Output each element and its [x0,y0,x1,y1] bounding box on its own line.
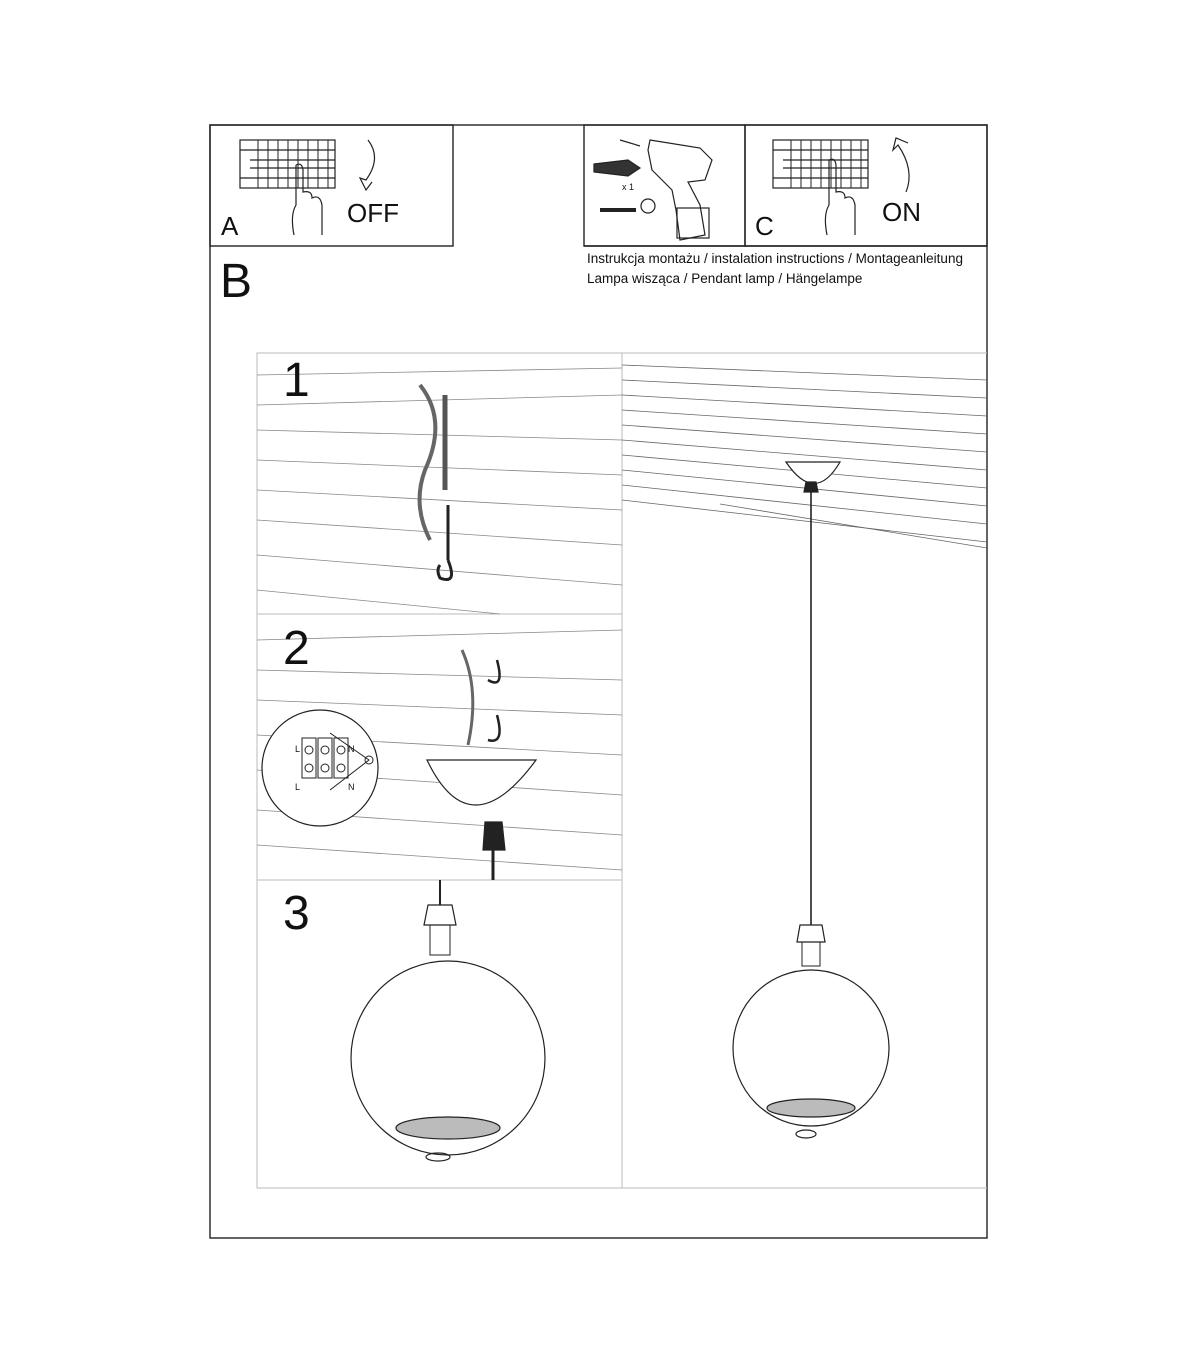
page-frame [209,124,988,1239]
glass-globe [732,969,890,1127]
quantity-label: x 1 [622,182,635,192]
socket-icon [423,904,457,926]
header-line-1: Instrukcja montażu / instalation instruc… [587,251,963,266]
canopy-icon [426,759,538,806]
arrow-up-icon [891,137,910,193]
wiring-detail-circle [261,709,379,827]
panel-number-3: 3 [283,887,310,940]
hook-screw-icon [600,198,656,214]
box-c [744,124,988,247]
terminal-block-icon [301,732,374,791]
wall-plug-icon [593,159,642,177]
cable-icon [417,383,438,541]
drill-icon [619,139,713,241]
hook-icon [487,659,501,742]
step-a-label: A [221,211,239,241]
hook-icon [436,505,454,581]
panel-number-2: 2 [283,622,310,675]
arrow-down-icon [358,139,376,192]
hand-icon [824,158,856,236]
hand-icon [291,163,323,236]
panel-number-1: 1 [283,354,310,407]
off-label: OFF [347,198,399,228]
canopy-icon [784,461,842,485]
box-tools [583,124,746,247]
on-label: ON [882,197,921,227]
box-a [209,124,454,247]
breaker-panel-icon [772,139,869,189]
wire-n-top: N [348,744,355,754]
breaker-panel-icon [239,139,336,189]
wire-n-bottom: N [348,782,355,792]
wire-l-bottom: L [295,782,301,792]
step-b-label: B [220,255,253,308]
ceiling-boards [621,364,988,549]
wire-l-top: L [295,744,301,754]
ground-icon [364,755,374,765]
step-c-label: C [755,211,774,241]
header-line-2: Lampa wisząca / Pendant lamp / Hängelamp… [587,271,863,286]
